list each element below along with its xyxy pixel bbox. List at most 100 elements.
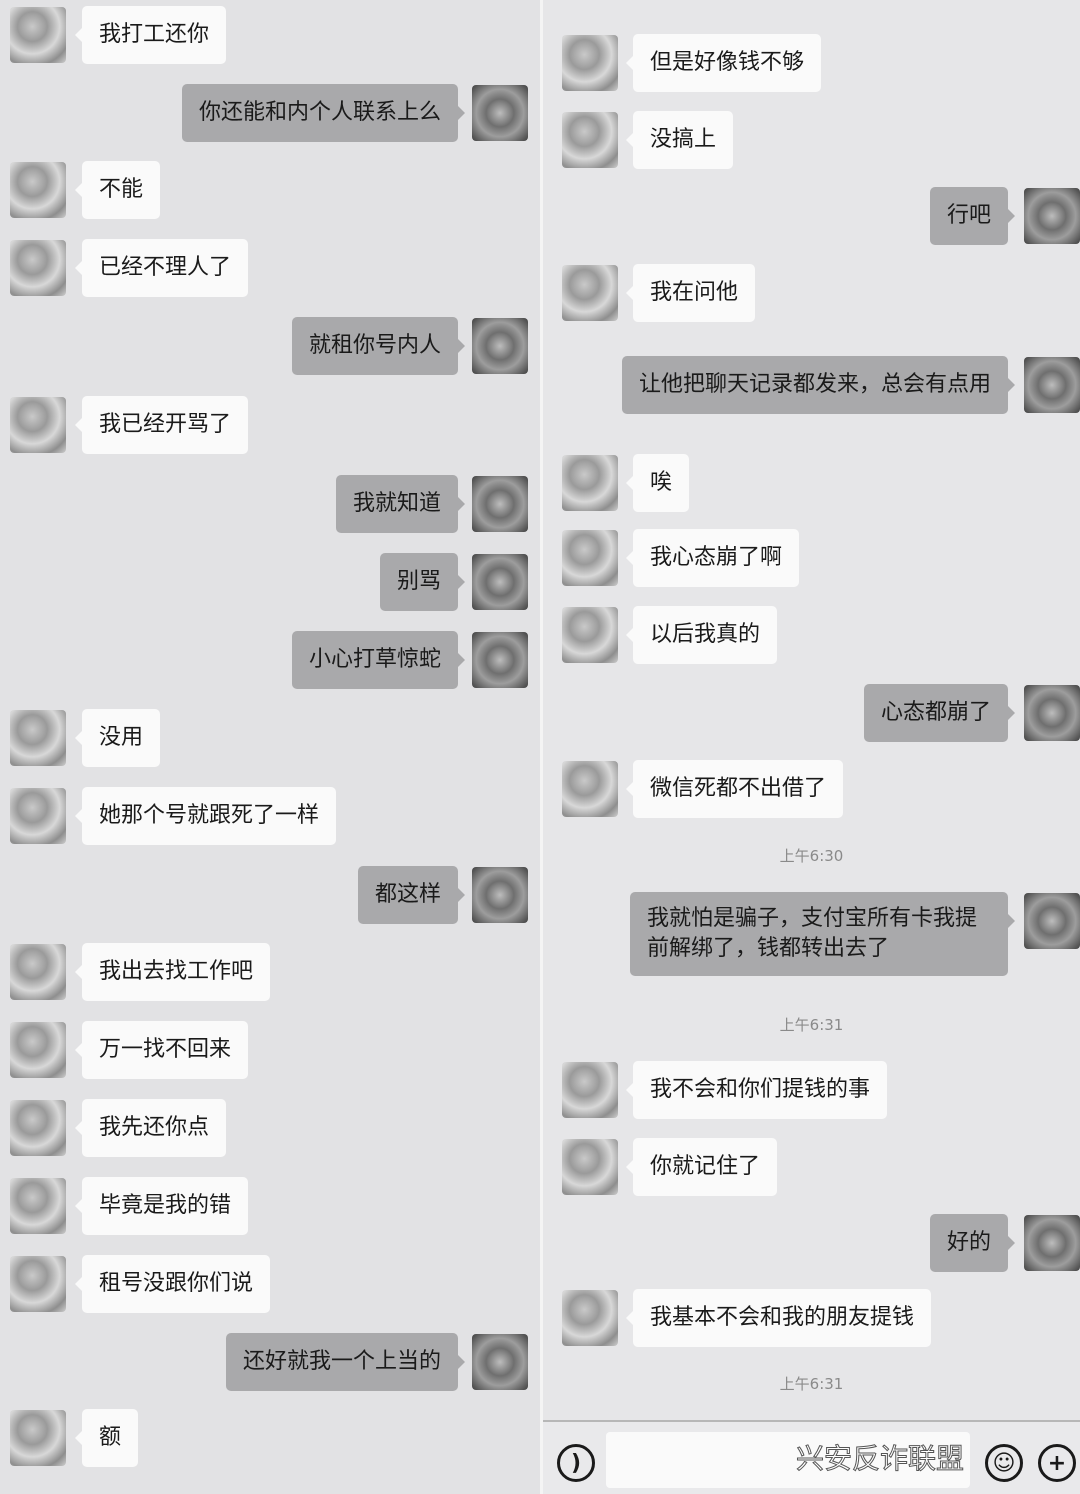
message-row-sent: 好的 [543,1214,1080,1272]
contact-avatar[interactable] [562,530,618,586]
message-bubble[interactable]: 已经不理人了 [74,239,249,297]
message-bubble[interactable]: 额 [74,1409,139,1467]
contact-avatar[interactable] [10,1178,66,1234]
message-bubble[interactable]: 我打工还你 [74,6,227,64]
contact-avatar[interactable] [562,607,618,663]
message-row-received: 她那个号就跟死了一样 [0,787,540,845]
message-bubble[interactable]: 不能 [74,161,161,219]
plus-icon[interactable]: + [1038,1444,1076,1482]
message-bubble[interactable]: 好的 [929,1214,1016,1272]
message-bubble[interactable]: 心态都崩了 [863,684,1016,742]
message-bubble[interactable]: 租号没跟你们说 [74,1255,271,1313]
contact-avatar[interactable] [10,240,66,296]
contact-avatar[interactable] [10,1022,66,1078]
message-bubble[interactable]: 她那个号就跟死了一样 [74,787,337,845]
contact-avatar[interactable] [10,788,66,844]
message-row-received: 微信死都不出借了 [543,760,1080,818]
message-bubble[interactable]: 你就记住了 [625,1138,778,1196]
contact-avatar[interactable] [10,397,66,453]
message-bubble[interactable]: 我出去找工作吧 [74,943,271,1001]
contact-avatar[interactable] [562,35,618,91]
self-avatar[interactable] [472,554,528,610]
message-bubble[interactable]: 小心打草惊蛇 [291,631,466,689]
message-bubble[interactable]: 别骂 [379,553,466,611]
contact-avatar[interactable] [10,162,66,218]
emoji-icon[interactable]: ☺ [985,1444,1023,1482]
self-avatar[interactable] [1024,685,1080,741]
self-avatar[interactable] [1024,188,1080,244]
message-bubble[interactable]: 微信死都不出借了 [625,760,844,818]
message-row-sent: 行吧 [543,187,1080,245]
message-bubble[interactable]: 我就知道 [335,475,466,533]
message-bubble[interactable]: 我心态崩了啊 [625,529,800,587]
input-bar: ) 兴安反诈联盟 ☺ + [543,1420,1080,1494]
message-bubble[interactable]: 还好就我一个上当的 [225,1333,466,1391]
message-row-received: 但是好像钱不够 [543,34,1080,92]
contact-avatar[interactable] [10,944,66,1000]
message-row-received: 我在问他 [543,264,1080,322]
self-avatar[interactable] [1024,1215,1080,1271]
contact-avatar[interactable] [562,455,618,511]
watermark: 兴安反诈联盟 [795,1442,964,1476]
self-avatar[interactable] [472,1334,528,1390]
message-row-received: 没用 [0,709,540,767]
self-avatar[interactable] [472,318,528,374]
message-bubble[interactable]: 行吧 [929,187,1016,245]
message-row-received: 我心态崩了啊 [543,529,1080,587]
contact-avatar[interactable] [10,710,66,766]
self-avatar[interactable] [1024,357,1080,413]
message-bubble[interactable]: 没搞上 [625,111,734,169]
self-avatar[interactable] [472,476,528,532]
contact-avatar[interactable] [562,112,618,168]
contact-avatar[interactable] [562,1290,618,1346]
message-bubble[interactable]: 我基本不会和我的朋友提钱 [625,1289,932,1347]
message-row-sent: 小心打草惊蛇 [0,631,540,689]
voice-icon[interactable]: ) [557,1444,595,1482]
message-bubble[interactable]: 就租你号内人 [291,317,466,375]
message-bubble[interactable]: 但是好像钱不够 [625,34,822,92]
message-row-sent: 让他把聊天记录都发来，总会有点用 [543,356,1080,414]
contact-avatar[interactable] [10,7,66,63]
message-row-sent: 我就怕是骗子，支付宝所有卡我提前解绑了，钱都转出去了 [543,892,1080,984]
contact-avatar[interactable] [562,761,618,817]
message-bubble[interactable]: 都这样 [357,866,466,924]
contact-avatar[interactable] [10,1100,66,1156]
message-bubble[interactable]: 我已经开骂了 [74,396,249,454]
message-bubble[interactable]: 你还能和内个人联系上么 [181,84,466,142]
self-avatar[interactable] [472,85,528,141]
message-row-received: 你就记住了 [543,1138,1080,1196]
timestamp: 上午6:31 [779,1016,844,1034]
message-bubble[interactable]: 万一找不回来 [74,1021,249,1079]
contact-avatar[interactable] [10,1410,66,1466]
message-bubble[interactable]: 让他把聊天记录都发来，总会有点用 [621,356,1016,414]
self-avatar[interactable] [472,867,528,923]
message-row-received: 没搞上 [543,111,1080,169]
message-bubble[interactable]: 我在问他 [625,264,756,322]
message-bubble[interactable]: 我先还你点 [74,1099,227,1157]
message-input[interactable]: 兴安反诈联盟 [606,1432,970,1488]
contact-avatar[interactable] [562,1139,618,1195]
message-row-received: 唉 [543,454,1080,512]
message-row-received: 我基本不会和我的朋友提钱 [543,1289,1080,1347]
message-row-sent: 还好就我一个上当的 [0,1333,540,1391]
contact-avatar[interactable] [562,265,618,321]
message-bubble[interactable]: 没用 [74,709,161,767]
contact-avatar[interactable] [562,1062,618,1118]
message-row-received: 我打工还你 [0,6,540,64]
message-row-received: 以后我真的 [543,606,1080,664]
message-bubble[interactable]: 唉 [625,454,690,512]
timestamp: 上午6:30 [779,847,844,865]
chat-panel-left: 我打工还你你还能和内个人联系上么不能已经不理人了就租你号内人我已经开骂了我就知道… [0,6,540,1467]
message-bubble[interactable]: 我就怕是骗子，支付宝所有卡我提前解绑了，钱都转出去了 [630,892,1015,976]
message-bubble[interactable]: 我不会和你们提钱的事 [625,1061,888,1119]
message-row-received: 我出去找工作吧 [0,943,540,1001]
message-row-received: 我先还你点 [0,1099,540,1157]
message-bubble[interactable]: 以后我真的 [625,606,778,664]
message-row-received: 毕竟是我的错 [0,1177,540,1235]
message-bubble[interactable]: 毕竟是我的错 [74,1177,249,1235]
message-row-sent: 就租你号内人 [0,317,540,375]
contact-avatar[interactable] [10,1256,66,1312]
chat-panel-right: ) 兴安反诈联盟 ☺ + 但是好像钱不够没搞上行吧我在问他让他把聊天记录都发来，… [543,0,1080,1494]
self-avatar[interactable] [1024,893,1080,949]
self-avatar[interactable] [472,632,528,688]
